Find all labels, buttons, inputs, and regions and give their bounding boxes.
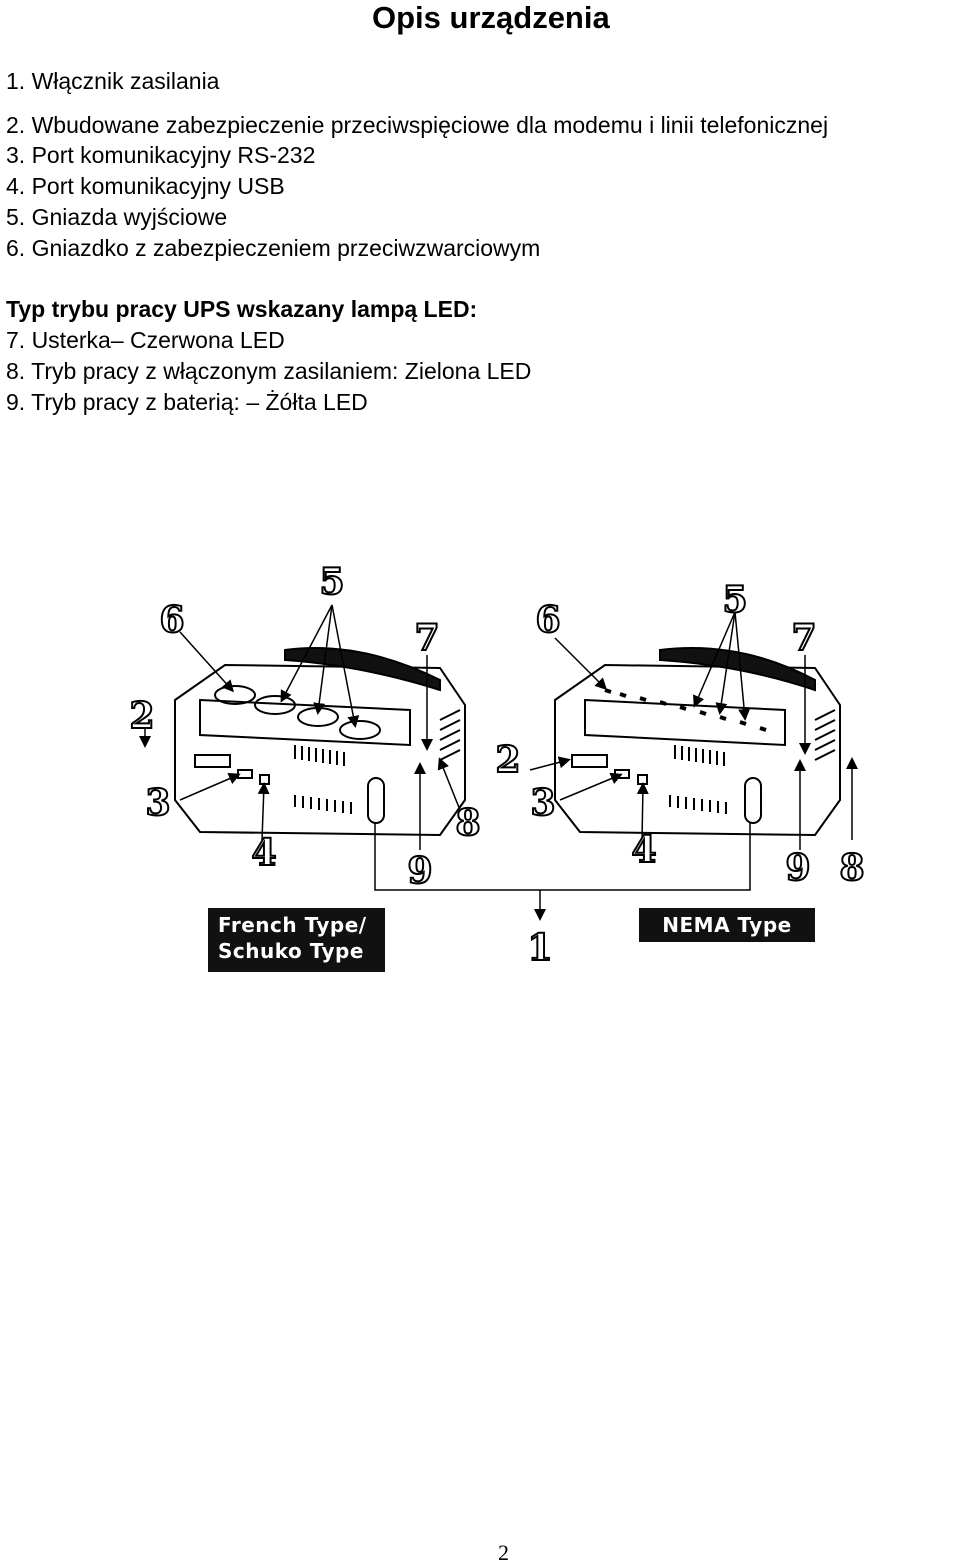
nema-type-label: NEMA Type [639, 908, 815, 942]
label-5-left: 5 [319, 561, 344, 603]
label-4-right: 4 [631, 829, 656, 871]
ups-diagram: 6 5 7 2 3 4 8 9 6 5 7 2 3 4 9 8 1 [128, 560, 865, 970]
page-title: Opis urządzenia [372, 0, 610, 35]
led-item: 8. Tryb pracy z włączonym zasilaniem: Zi… [6, 358, 532, 384]
led-item: 9. Tryb pracy z baterią: – Żółta LED [6, 389, 368, 415]
list-item: 4. Port komunikacyjny USB [6, 173, 285, 199]
label-6-left: 6 [159, 599, 184, 641]
label-6-right: 6 [535, 599, 560, 641]
list-item: 2. Wbudowane zabezpieczenie przeciwspięc… [6, 112, 829, 138]
label-3-right: 3 [530, 782, 555, 824]
list-item: 1. Włącznik zasilania [6, 68, 220, 94]
callout-lines [139, 604, 858, 921]
label-1: 1 [527, 927, 552, 969]
french-schuko-type-label: French Type/ Schuko Type [208, 908, 385, 972]
page-number: 2 [498, 1540, 509, 1565]
list-item: 6. Gniazdko z zabezpieczeniem przeciwzwa… [6, 235, 541, 261]
list-item: 5. Gniazda wyjściowe [6, 204, 228, 230]
label-2-right: 2 [495, 739, 520, 781]
type-label-line1: French Type/ [218, 913, 367, 937]
label-8-right: 8 [839, 847, 864, 889]
led-heading: Typ trybu pracy UPS wskazany lampą LED: [6, 296, 478, 322]
label-4-left: 4 [251, 832, 276, 874]
list-item: 3. Port komunikacyjny RS-232 [6, 142, 316, 168]
label-9-left: 9 [407, 850, 432, 892]
label-7-left: 7 [414, 617, 439, 659]
label-5-right: 5 [722, 579, 747, 621]
label-3-left: 3 [145, 782, 170, 824]
led-item: 7. Usterka– Czerwona LED [6, 327, 285, 353]
label-8-left: 8 [455, 802, 480, 844]
label-2-left: 2 [129, 695, 154, 737]
label-9-right: 9 [785, 847, 810, 889]
ups-right-drawing [554, 647, 841, 837]
label-7-right: 7 [791, 617, 816, 659]
type-label-line2: Schuko Type [218, 939, 364, 963]
ups-left-drawing [174, 647, 466, 837]
power-switch-bracket [374, 822, 751, 891]
